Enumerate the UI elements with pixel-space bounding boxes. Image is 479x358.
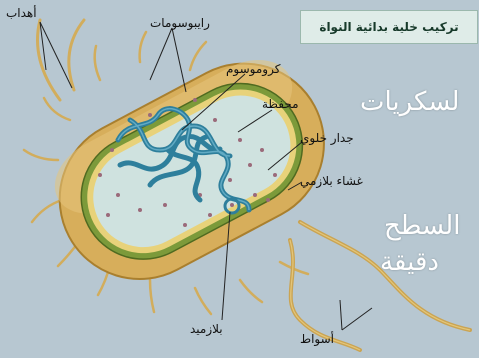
label-cell-wall: جدار خلوي — [300, 131, 354, 145]
diagram-title: تركيب خلية بدائية النواة — [300, 10, 478, 44]
flagella-strands — [290, 222, 470, 350]
overlay-text-line1: لسكريات — [360, 88, 459, 116]
label-ribosomes: رايبوسومات — [150, 16, 210, 30]
label-chromosome: كروموسوم — [226, 62, 280, 76]
label-plasma-membrane: غشاء بلازمي — [300, 174, 363, 188]
label-flagella-bottom: أسواط — [300, 332, 334, 346]
label-plasmid: بلازميد — [190, 322, 223, 336]
label-capsule: محفظة — [262, 97, 299, 111]
overlay-text-line2: السطح — [384, 212, 460, 240]
overlay-text-line3: دقيقة — [380, 248, 439, 276]
label-flagella-top: أهداب — [6, 6, 37, 20]
